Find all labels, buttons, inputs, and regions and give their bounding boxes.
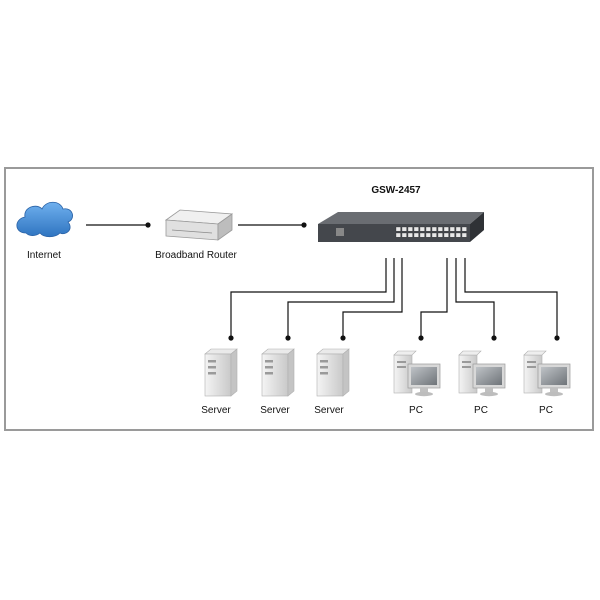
switch-port	[437, 232, 443, 238]
internet-label: Internet	[27, 250, 61, 261]
pc-icon	[393, 350, 441, 397]
router-label: Broadband Router	[155, 250, 237, 261]
link-switch-pc-1	[420, 258, 448, 338]
pc-label-3: PC	[539, 405, 553, 416]
link-switch-pc-3	[464, 258, 558, 338]
server-icon	[204, 348, 238, 397]
connection-lines	[86, 224, 558, 338]
server-label-2: Server	[260, 405, 290, 416]
switch-port	[395, 226, 401, 232]
switch-port	[443, 232, 449, 238]
switch-port	[431, 226, 437, 232]
switch-port	[413, 226, 419, 232]
switch-port	[419, 232, 425, 238]
switch-port	[419, 226, 425, 232]
link-switch-server-1	[230, 258, 387, 338]
switch-port	[425, 232, 431, 238]
switch-port	[437, 226, 443, 232]
server-label-1: Server	[201, 405, 231, 416]
switch-port	[395, 232, 401, 238]
link-switch-server-3	[342, 258, 403, 338]
switch-port	[455, 232, 461, 238]
switch-port	[461, 232, 467, 238]
server-label-3: Server	[314, 405, 344, 416]
switch-port	[401, 226, 407, 232]
pc-icon	[523, 350, 571, 397]
server-icon	[316, 348, 350, 397]
switch-port	[401, 232, 407, 238]
switch-port	[461, 226, 467, 232]
switch-label: GSW-2457	[371, 185, 421, 196]
pcs-layer	[393, 350, 571, 397]
servers-layer	[204, 348, 350, 397]
switch-port	[443, 226, 449, 232]
switch-port	[449, 232, 455, 238]
pc-label-2: PC	[474, 405, 488, 416]
switch-port	[455, 226, 461, 232]
connection-dots	[145, 222, 560, 341]
switch-port	[431, 232, 437, 238]
switch-ports	[395, 226, 467, 238]
switch-icon	[318, 212, 484, 242]
switch-port	[425, 226, 431, 232]
switch-port	[413, 232, 419, 238]
switch-port	[407, 226, 413, 232]
pc-icon	[458, 350, 506, 397]
link-switch-server-2	[287, 258, 395, 338]
pc-label-1: PC	[409, 405, 423, 416]
switch-port	[407, 232, 413, 238]
server-icon	[261, 348, 295, 397]
switch-port	[449, 226, 455, 232]
cloud-icon	[16, 201, 73, 238]
router-icon	[164, 209, 234, 241]
link-switch-pc-2	[455, 258, 495, 338]
